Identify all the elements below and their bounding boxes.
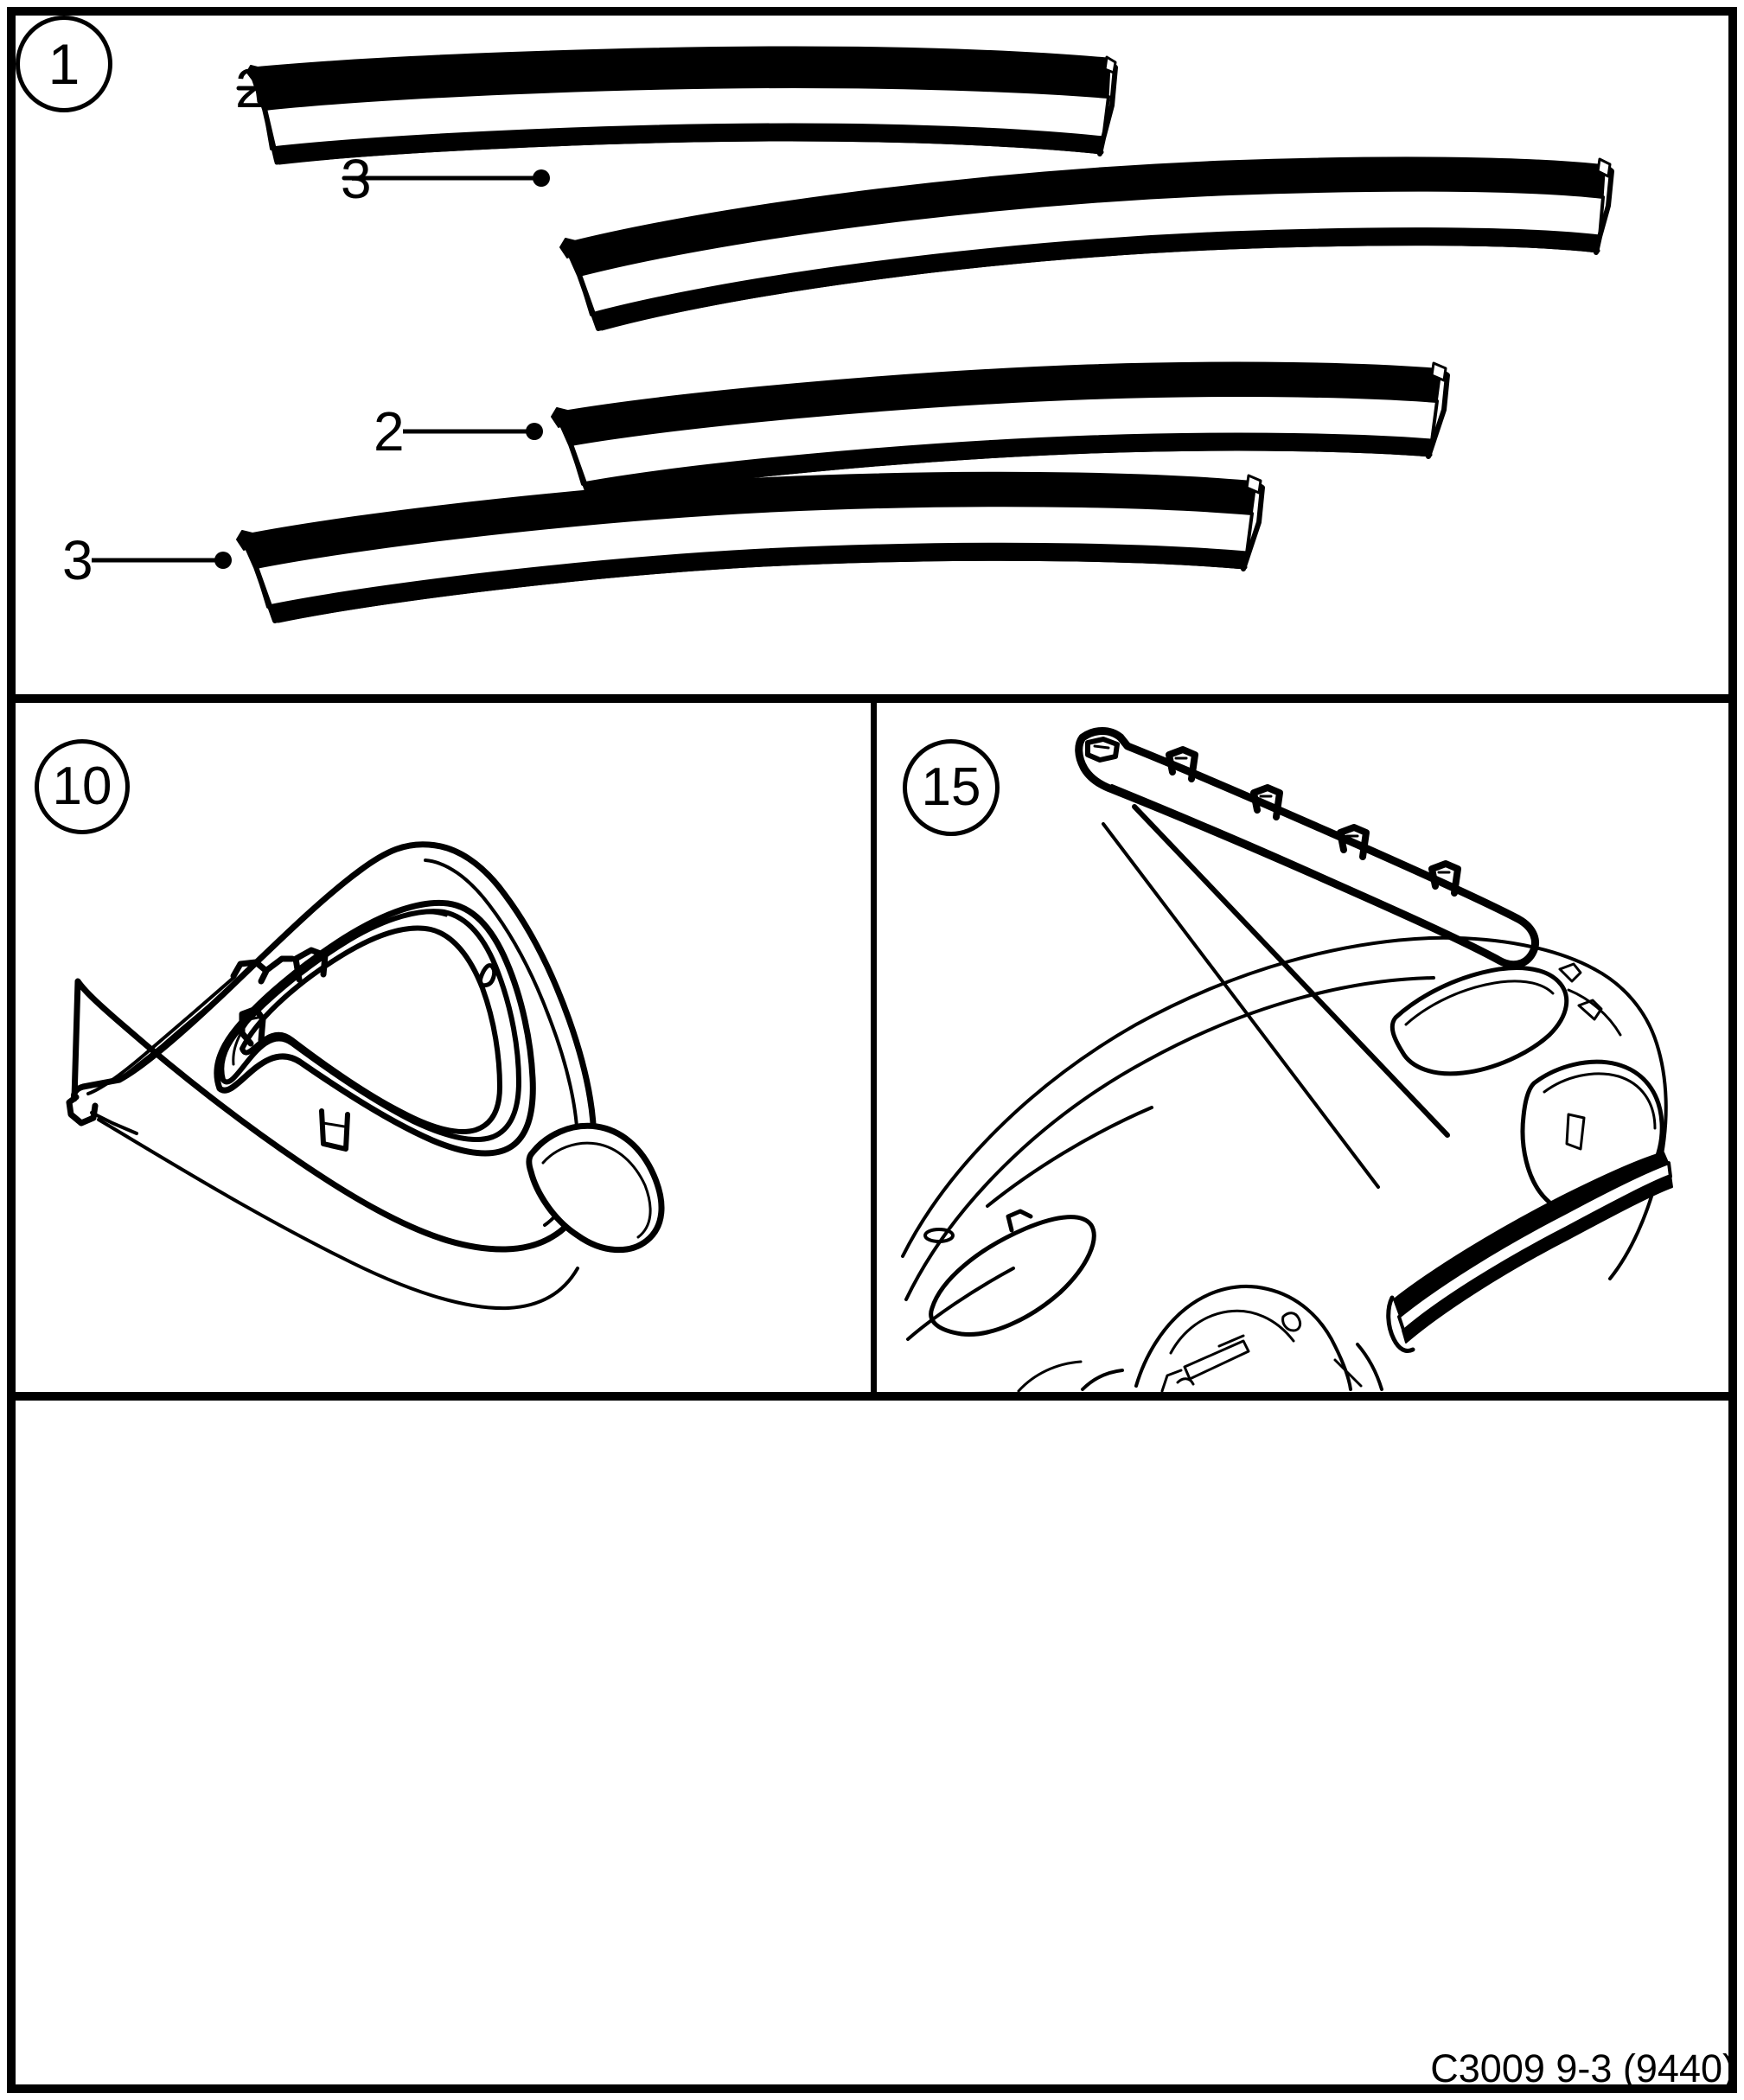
panel-roof-trim-strips bbox=[16, 16, 1728, 694]
trim-strip-upper-rear bbox=[559, 156, 1614, 331]
panel-rear-shelf-rail bbox=[877, 703, 1728, 1392]
panel-overhead-console-trim bbox=[16, 703, 871, 1392]
panel-divider-horizontal-bottom bbox=[7, 1392, 1737, 1401]
diagram-outer-border bbox=[7, 7, 1737, 2093]
diagram-caption: C3009 9-3 (9440) bbox=[1430, 2046, 1735, 2090]
rail-molding-part bbox=[1075, 727, 1539, 969]
panel-divider-vertical bbox=[871, 703, 877, 1392]
installation-pointer-lines bbox=[1102, 804, 1450, 1189]
panel-divider-horizontal-top bbox=[7, 694, 1737, 703]
callout-label-3-upper-rear: 3 bbox=[341, 148, 372, 210]
panel-badge-1: 1 bbox=[16, 16, 112, 112]
trim-strip-lower-rear bbox=[236, 471, 1265, 623]
callout-label-2-upper-front: 2 bbox=[235, 57, 266, 119]
callout-label-2-lower-front: 2 bbox=[374, 400, 405, 463]
panel-15-illustration bbox=[901, 727, 1673, 1392]
panel-badge-15: 15 bbox=[903, 739, 1000, 836]
callout-label-3-lower-rear: 3 bbox=[62, 529, 93, 591]
panel-1-leader-overlay bbox=[92, 86, 534, 563]
trim-strip-upper-front bbox=[246, 46, 1118, 165]
car-rear-body-view bbox=[901, 935, 1673, 1392]
panel-10-illustration bbox=[66, 841, 665, 1311]
panel-1-illustration bbox=[212, 46, 1614, 623]
panel-blank-bottom bbox=[16, 1401, 1728, 2084]
panel-badge-10: 10 bbox=[35, 739, 130, 834]
